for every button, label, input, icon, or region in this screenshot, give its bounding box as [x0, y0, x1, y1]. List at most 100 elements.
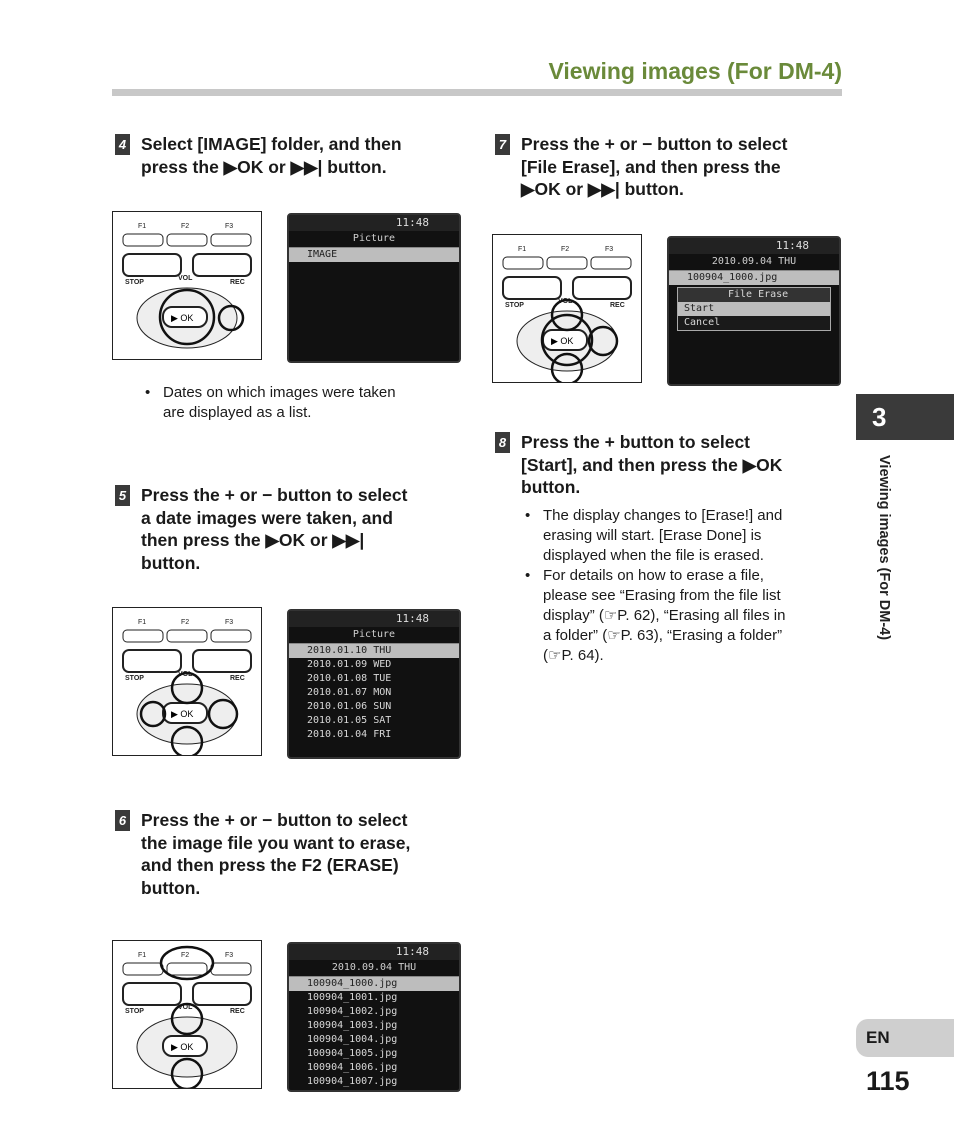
recorder-buttons-svg: F1 F2 F3 STOP VOL REC ▶ OK [122, 223, 252, 349]
vol-label: VOL [178, 275, 193, 282]
screen-status-bar: 11:48 [289, 611, 459, 627]
page-title: Viewing images (For DM-4) [548, 58, 842, 84]
screen-row: 100904_1004.jpg [307, 1034, 398, 1045]
chapter-tab: 3 [856, 394, 954, 440]
ok-button-label: ▶ OK [551, 336, 573, 346]
bullet-line: (☞P. 64). [543, 647, 604, 664]
f1-label: F1 [138, 952, 146, 959]
bullet-line: The display changes to [Erase!] and [521, 506, 785, 526]
step-number-8: 8 [495, 432, 510, 453]
file-erase-popup: File Erase Start Cancel [677, 287, 831, 331]
screen-row: 2010.01.06 SUN [307, 701, 392, 712]
screen-row: 2010.01.08 TUE [307, 673, 392, 684]
step-4-line: press the ▶OK or ▶▶| button. [141, 156, 387, 177]
step-8-line: button. [521, 477, 581, 497]
step-5-line: then press the ▶OK or ▶▶| [141, 530, 365, 550]
bullet-line: please see “Erasing from the file list [543, 587, 781, 604]
step-6-text: Press the + or − button to select the im… [141, 809, 410, 899]
popup-title: File Erase [678, 288, 830, 302]
screen-row: 100904_1002.jpg [307, 1006, 398, 1017]
f3-label: F3 [225, 223, 233, 230]
screen-title: Picture [289, 627, 459, 644]
screen-row: 100904_1007.jpg [307, 1076, 398, 1087]
f2-label: F2 [561, 246, 569, 253]
clock-text: 11:48 [395, 612, 429, 625]
screen-status-bar: 11:48 [669, 238, 839, 254]
lcd-screen-4: 11:48 Picture IMAGE [287, 213, 461, 363]
f2-label: F2 [181, 952, 189, 959]
step-8-bullets: The display changes to [Erase!] and eras… [521, 506, 785, 666]
ok-button-label: ▶ OK [171, 313, 193, 323]
screen-row: IMAGE [289, 248, 459, 262]
chapter-vertical-label: Viewing images (For DM-4) [876, 455, 892, 641]
step-6-line: and then press the F2 (ERASE) [141, 855, 399, 875]
bullet-line: displayed when the file is erased. [543, 547, 764, 564]
screen-title: Picture [289, 231, 459, 248]
screen-row: 2010.01.07 MON [307, 687, 392, 698]
recorder-buttons-svg: F1 F2 F3 STOP VOL REC ▶ OK [502, 246, 632, 382]
step-8-line: [Start], and then press the ▶OK [521, 454, 783, 475]
step-4-bullets: Dates on which images were taken are dis… [141, 383, 396, 423]
vol-label: VOL [558, 298, 573, 305]
lcd-screen-5: 11:48 Picture 2010.01.10 THU 2010.01.09 … [287, 609, 461, 759]
rec-label: REC [610, 302, 625, 309]
recorder-buttons-svg: F1 F2 F3 STOP VOL REC ▶ OK [122, 619, 252, 755]
device-illustration-7: F1 F2 F3 STOP VOL REC ▶ OK [492, 234, 642, 383]
step-number-5: 5 [115, 485, 130, 506]
f1-label: F1 [138, 223, 146, 230]
f3-label: F3 [225, 952, 233, 959]
vol-label: VOL [178, 671, 193, 678]
bullet-line: erasing will start. [Erase Done] is [543, 527, 762, 544]
f3-label: F3 [225, 619, 233, 626]
screen-status-bar: 11:48 [289, 944, 459, 960]
device-illustration-5: F1 F2 F3 STOP VOL REC ▶ OK [112, 607, 262, 756]
screen-row: 2010.01.04 FRI [307, 729, 392, 740]
recorder-buttons-svg: F1 F2 F3 STOP VOL REC ▶ OK [122, 945, 252, 1088]
bullet-line: Dates on which images were taken [141, 383, 396, 403]
step-number-6: 6 [115, 810, 130, 831]
step-number-4: 4 [115, 134, 130, 155]
step-8-text: Press the + button to select [Start], an… [521, 431, 782, 499]
popup-option: Start [678, 302, 830, 316]
f2-label: F2 [181, 619, 189, 626]
clock-text: 11:48 [775, 239, 809, 252]
lcd-screen-6: 11:48 2010.09.04 THU 100904_1000.jpg 100… [287, 942, 461, 1092]
screen-status-bar: 11:48 [289, 215, 459, 231]
clock-text: 11:48 [395, 216, 429, 229]
f1-label: F1 [518, 246, 526, 253]
f3-label: F3 [605, 246, 613, 253]
stop-label: STOP [125, 1008, 144, 1015]
clock-text: 11:48 [395, 945, 429, 958]
bullet-line: a folder” (☞P. 63), “Erasing a folder” [543, 627, 783, 644]
step-7-line: [File Erase], and then press the [521, 156, 781, 177]
step-number-7: 7 [495, 134, 510, 155]
f1-label: F1 [138, 619, 146, 626]
screen-row: 2010.01.05 SAT [307, 715, 392, 726]
screen-row: 100904_1000.jpg [669, 271, 839, 285]
step-6-line: button. [141, 877, 201, 898]
bullet-line: For details on how to erase a file, [521, 566, 785, 586]
screen-row: 100904_1003.jpg [307, 1020, 398, 1031]
stop-label: STOP [505, 302, 524, 309]
title-rule [112, 89, 842, 96]
step-7-line: Press the + or − button to select [521, 134, 788, 154]
stop-label: STOP [125, 675, 144, 682]
device-illustration-6: F1 F2 F3 STOP VOL REC ▶ OK [112, 940, 262, 1089]
page-number: 115 [866, 1066, 910, 1096]
step-7-line: ▶OK or ▶▶| button. [521, 179, 684, 199]
device-illustration-4: F1 F2 F3 STOP VOL REC ▶ OK [112, 211, 262, 360]
screen-title: 2010.09.04 THU [289, 960, 459, 977]
rec-label: REC [230, 675, 245, 682]
screen-row: 2010.01.10 THU [289, 644, 459, 658]
screen-row: 100904_1000.jpg [289, 977, 459, 991]
step-6-line: the image file you want to erase, [141, 832, 411, 853]
step-4-text: Select [IMAGE] folder, and then press th… [141, 133, 402, 178]
rec-label: REC [230, 1008, 245, 1015]
ok-button-label: ▶ OK [171, 709, 193, 719]
lcd-screen-7: 11:48 2010.09.04 THU 100904_1000.jpg Fil… [667, 236, 841, 386]
language-tab: EN [856, 1019, 954, 1057]
screen-title: 2010.09.04 THU [669, 254, 839, 271]
step-5-text: Press the + or − button to select a date… [141, 484, 407, 574]
step-6-line: Press the + or − button to select [141, 810, 408, 830]
rec-label: REC [230, 279, 245, 286]
